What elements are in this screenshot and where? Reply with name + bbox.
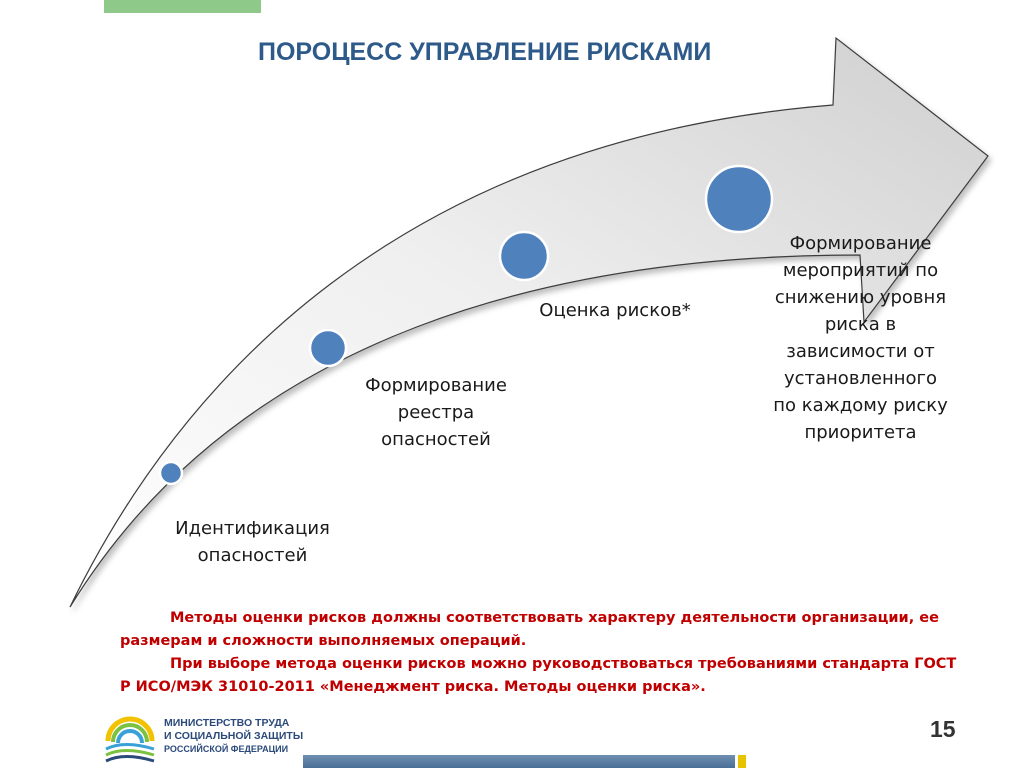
step-marker-3 — [498, 230, 550, 282]
note-paragraph: При выборе метода оценки рисков можно ру… — [120, 656, 957, 695]
ministry-name: МИНИСТЕРСТВО ТРУДА И СОЦИАЛЬНОЙ ЗАЩИТЫ Р… — [164, 717, 303, 756]
step-label-risk-mitigation: Формирование мероприятий по снижению уро… — [773, 233, 948, 443]
step-label-identification: Идентификация опасностей — [175, 518, 330, 566]
bottom-bar — [303, 755, 735, 768]
ministry-line: РОССИЙСКОЙ ФЕДЕРАЦИИ — [164, 744, 289, 754]
bottom-bar-accent — [738, 755, 746, 768]
step-marker-4 — [704, 164, 774, 234]
top-accent-bar — [104, 0, 261, 13]
step-marker-2 — [308, 328, 348, 368]
step-label-hazard-register: Формирование реестра опасностей — [365, 375, 507, 450]
ministry-line: МИНИСТЕРСТВО ТРУДА — [164, 717, 290, 729]
step-marker-1 — [158, 460, 184, 486]
notes-block: Методы оценки рисков должны соответствов… — [120, 607, 970, 699]
ministry-line: И СОЦИАЛЬНОЙ ЗАЩИТЫ — [164, 730, 304, 742]
step-label-risk-assessment: Оценка рисков* — [539, 300, 691, 321]
page-number: 15 — [930, 716, 956, 742]
slide-title: ПОРОЦЕСС УПРАВЛЕНИЕ РИСКАМИ — [258, 38, 712, 66]
note-paragraph: Методы оценки рисков должны соответствов… — [120, 610, 939, 649]
ministry-logo-icon — [105, 716, 155, 763]
